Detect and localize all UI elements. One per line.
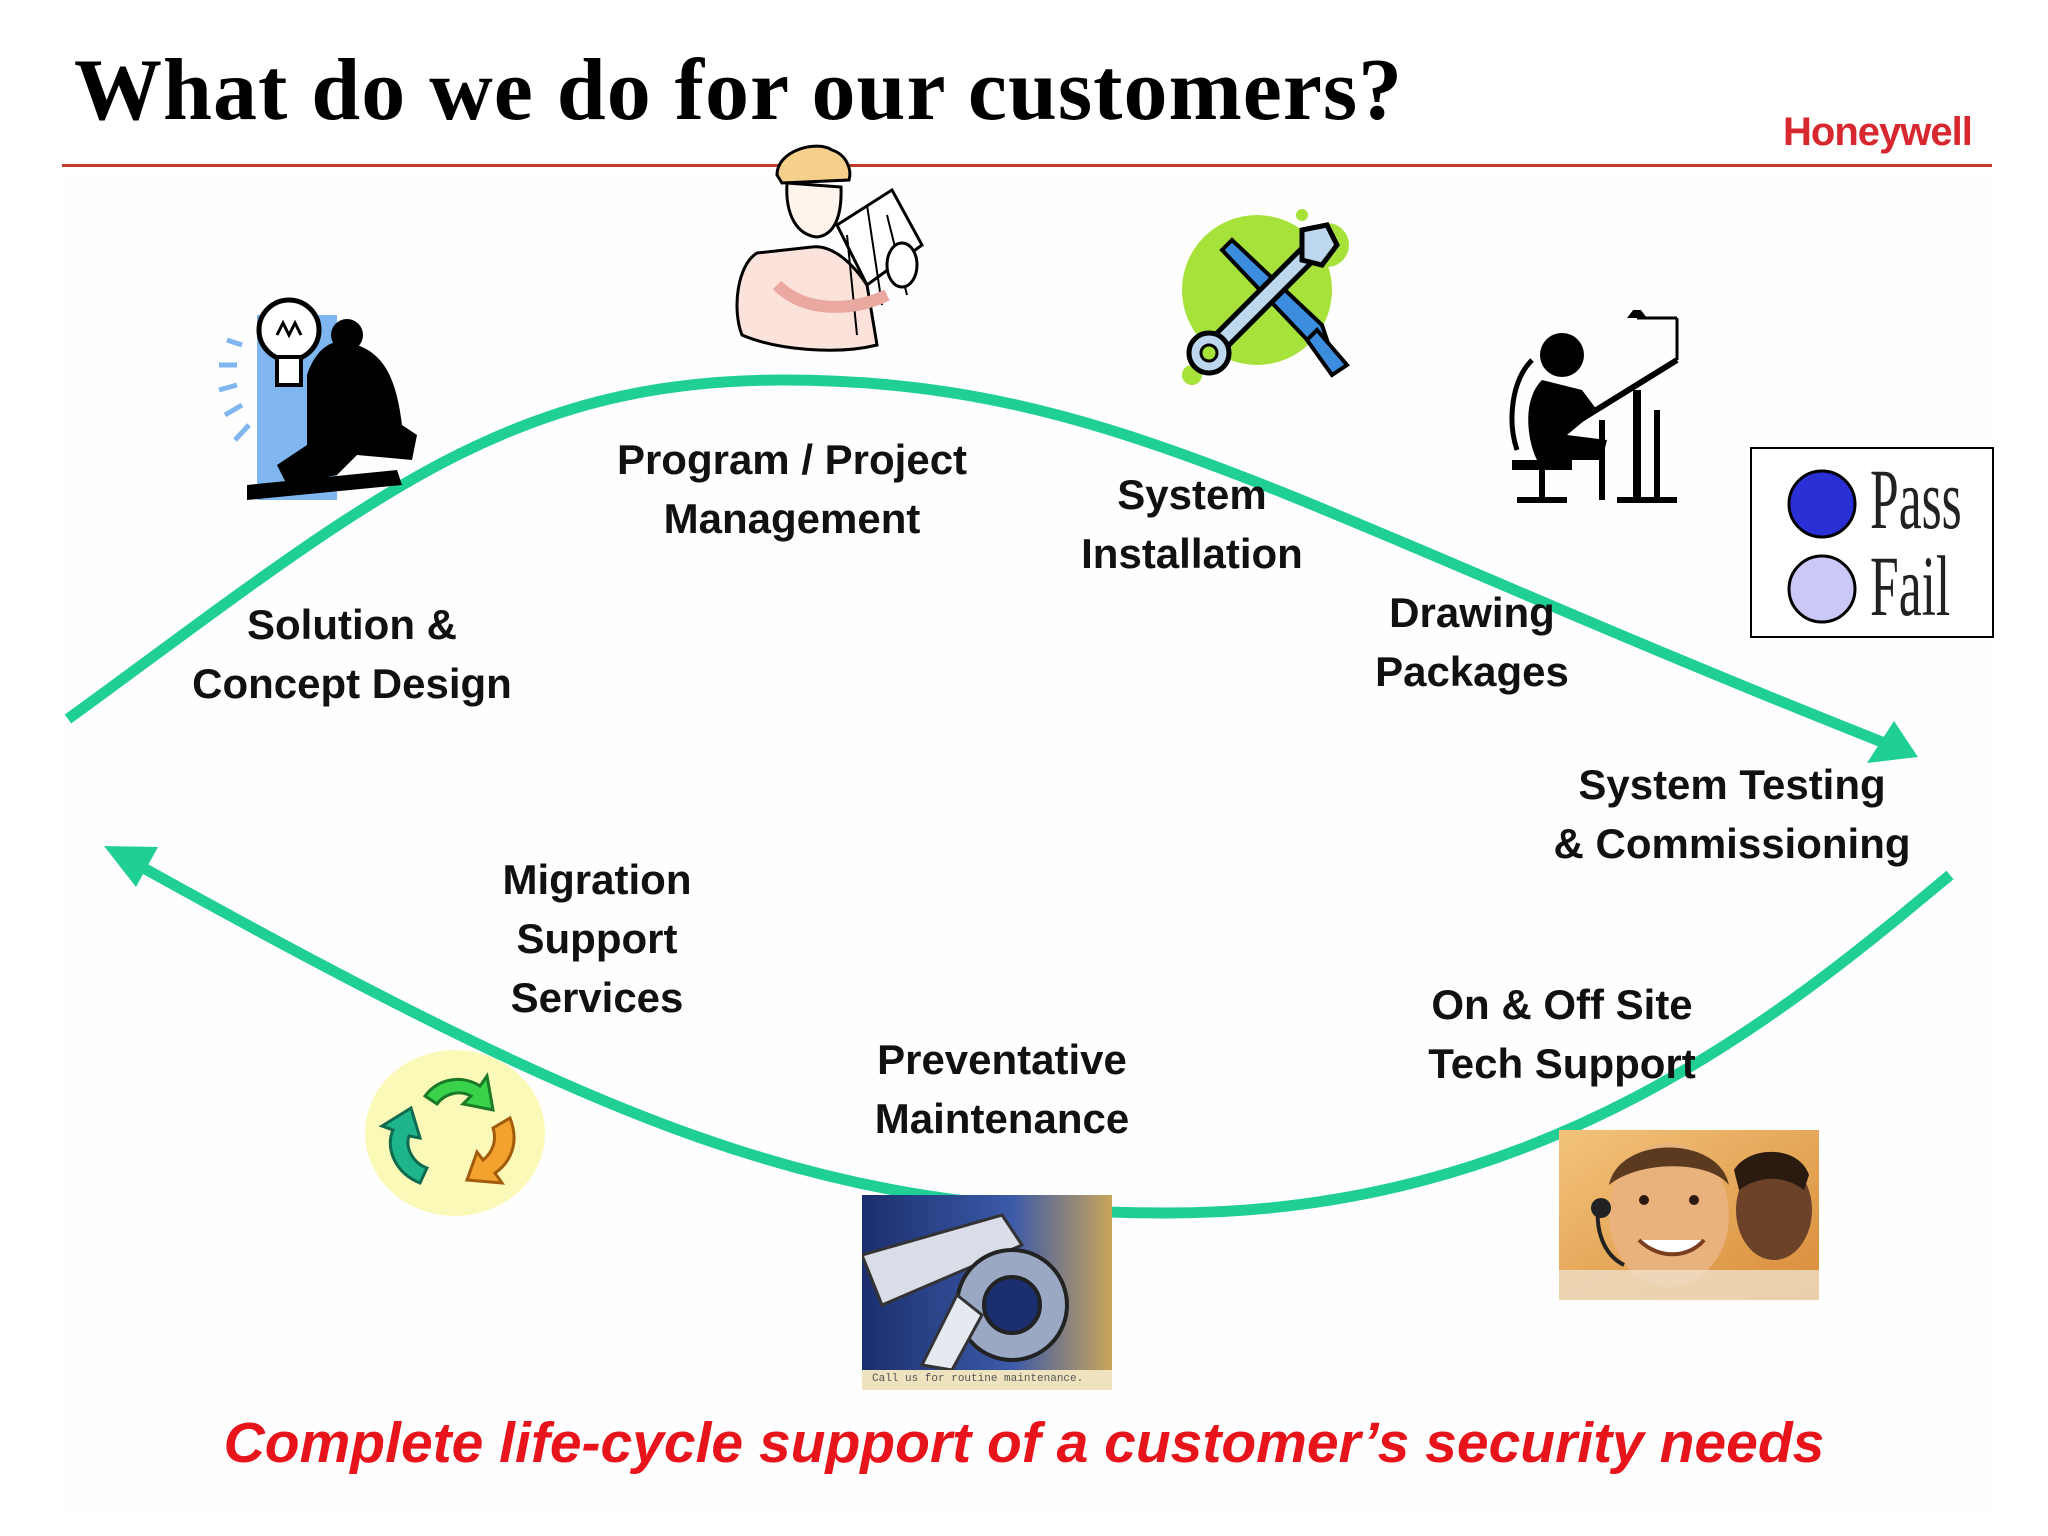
fail-label: Fail [1870, 538, 1951, 634]
stage-label-line: Installation [1081, 530, 1303, 577]
stage-label-line: Maintenance [874, 1095, 1130, 1142]
stage-label-line: Drawing [1389, 589, 1555, 636]
header-divider [62, 164, 1992, 167]
tools-icon [1182, 209, 1350, 385]
stage-label-line: Tech Support [1428, 1040, 1696, 1087]
stage-label-project-management: Program / Project Management [582, 430, 1002, 548]
tech-support-photo-icon [1559, 1130, 1819, 1300]
stage-label-line: Migration [502, 856, 692, 903]
stage-label-testing-commissioning: System Testing & Commissioning [1532, 755, 1932, 873]
lifecycle-diagram: Pass Fail [62, 144, 1994, 1515]
stage-label-line: Solution & [247, 601, 457, 648]
stage-label-migration-support: Migration Support Services [447, 850, 747, 1027]
idea-businessman-icon [218, 297, 417, 500]
stage-label-line: Program / Project [616, 436, 968, 483]
return-arrow-curve [119, 851, 1954, 1219]
stage-label-line: Preventative [877, 1036, 1127, 1083]
stage-label-line: On & Off Site [1431, 981, 1693, 1028]
wrench-photo-icon: Call us for routine maintenance. [859, 1195, 1112, 1390]
wrench-caption: Call us for routine maintenance. [872, 1373, 1084, 1385]
stage-label-tech-support: On & Off Site Tech Support [1402, 975, 1722, 1093]
stage-label-line: Management [663, 495, 921, 542]
forward-arrow-curve [64, 374, 1905, 756]
stage-label-line: & Commissioning [1553, 820, 1911, 867]
pass-fail-icon: Pass Fail [1750, 447, 1994, 638]
pass-fail-graphic [1787, 469, 1857, 624]
stage-label-system-installation: System Installation [1042, 465, 1342, 583]
lifecycle-arrows [64, 374, 1954, 1219]
pass-label: Pass [1870, 451, 1962, 547]
return-arrowhead [104, 846, 158, 887]
stage-label-line: System [1117, 471, 1267, 518]
stage-label-line: Services [510, 974, 684, 1021]
page-title: What do we do for our customers? [74, 42, 1404, 139]
stage-label-line: Concept Design [192, 660, 512, 707]
stage-label-drawing-packages: Drawing Packages [1332, 583, 1612, 701]
stage-label-solution-design: Solution & Concept Design [172, 595, 532, 713]
stage-label-line: System Testing [1578, 761, 1886, 808]
honeywell-logo: Honeywell [1783, 110, 1973, 154]
engineer-blueprint-icon [735, 144, 924, 352]
stage-label-line: Support [516, 915, 678, 962]
stage-label-preventative-maintenance: Preventative Maintenance [847, 1030, 1157, 1148]
wrench-photo-graphic [859, 1195, 1112, 1372]
recycle-arrows-icon [365, 1050, 545, 1216]
drafting-table-icon [1509, 310, 1679, 503]
tagline: Complete life-cycle support of a custome… [223, 1411, 1825, 1475]
forward-arrowhead [1867, 721, 1918, 763]
stage-label-line: Packages [1375, 648, 1569, 695]
